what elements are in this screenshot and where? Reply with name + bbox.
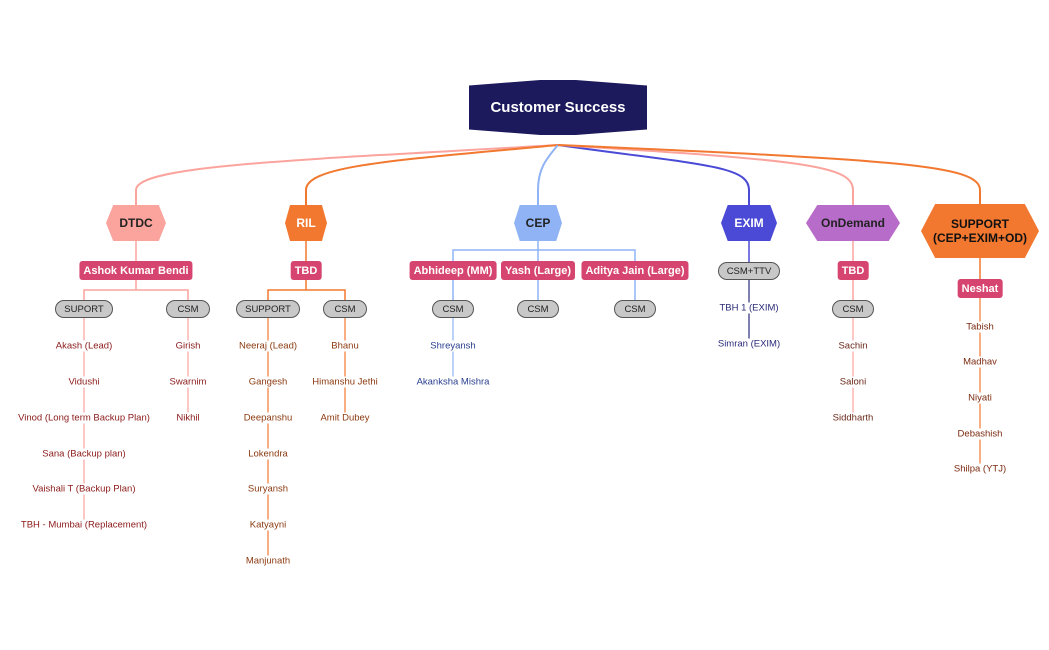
- member-ondemand[interactable]: Sachin: [836, 340, 870, 352]
- member-ril-support[interactable]: Gangesh: [246, 376, 290, 388]
- group-ondemand-csm[interactable]: CSM: [832, 300, 874, 318]
- group-dtdc-csm[interactable]: CSM: [166, 300, 210, 318]
- member-exim[interactable]: Simran (EXIM): [715, 338, 783, 350]
- branch-dtdc[interactable]: DTDC: [106, 205, 166, 241]
- lead-cep-yash[interactable]: Yash (Large): [500, 261, 576, 280]
- member-ril-support[interactable]: Katyayni: [247, 519, 289, 531]
- group-ril-support[interactable]: SUPPORT: [236, 300, 300, 318]
- member-dtdc-support[interactable]: Vinod (Long term Backup Plan): [16, 412, 152, 424]
- branch-support[interactable]: SUPPORT (CEP+EXIM+OD): [921, 204, 1039, 258]
- member-ril-support[interactable]: Lokendra: [246, 448, 290, 460]
- member-dtdc-support[interactable]: Sana (Backup plan): [40, 448, 128, 460]
- member-ril-csm[interactable]: Amit Dubey: [318, 412, 372, 424]
- member-ril-support[interactable]: Suryansh: [245, 483, 291, 495]
- member-ondemand[interactable]: Siddharth: [830, 412, 876, 424]
- group-cep-aditya-csm[interactable]: CSM: [614, 300, 656, 318]
- member-support[interactable]: Madhav: [961, 356, 999, 368]
- member-ondemand[interactable]: Saloni: [837, 376, 869, 388]
- branch-support-line2: (CEP+EXIM+OD): [932, 231, 1028, 245]
- member-support[interactable]: Shilpa (YTJ): [951, 463, 1009, 475]
- lead-cep-abhideep[interactable]: Abhideep (MM): [409, 261, 497, 280]
- lead-ril[interactable]: TBD: [290, 261, 322, 280]
- member-dtdc-support[interactable]: Vaishali T (Backup Plan): [30, 483, 138, 495]
- group-ril-csm[interactable]: CSM: [323, 300, 367, 318]
- member-dtdc-csm[interactable]: Girish: [173, 340, 203, 352]
- member-cep-csm[interactable]: Shreyansh: [428, 340, 478, 352]
- member-dtdc-support[interactable]: TBH - Mumbai (Replacement): [18, 519, 150, 531]
- lead-support[interactable]: Neshat: [957, 279, 1003, 298]
- lead-ondemand[interactable]: TBD: [837, 261, 869, 280]
- group-exim-csm-ttv[interactable]: CSM+TTV: [718, 262, 780, 280]
- group-dtdc-support[interactable]: SUPORT: [55, 300, 113, 318]
- member-dtdc-csm[interactable]: Nikhil: [174, 412, 202, 424]
- branch-support-line1: SUPPORT: [950, 217, 1009, 231]
- member-ril-support[interactable]: Neeraj (Lead): [236, 340, 300, 352]
- root-node-customer-success[interactable]: Customer Success: [469, 80, 647, 135]
- member-dtdc-support[interactable]: Vidushi: [66, 376, 102, 388]
- member-exim[interactable]: TBH 1 (EXIM): [717, 302, 781, 314]
- member-support[interactable]: Debashish: [955, 428, 1005, 440]
- branch-cep[interactable]: CEP: [514, 205, 562, 241]
- lead-dtdc[interactable]: Ashok Kumar Bendi: [79, 261, 193, 280]
- lead-cep-aditya[interactable]: Aditya Jain (Large): [581, 261, 689, 280]
- member-dtdc-support[interactable]: Akash (Lead): [53, 340, 115, 352]
- member-ril-support[interactable]: Deepanshu: [241, 412, 295, 424]
- branch-ril[interactable]: RIL: [285, 205, 327, 241]
- group-cep-yash-csm[interactable]: CSM: [517, 300, 559, 318]
- member-dtdc-csm[interactable]: Swarnim: [167, 376, 209, 388]
- group-cep-abhideep-csm[interactable]: CSM: [432, 300, 474, 318]
- member-cep-csm[interactable]: Akanksha Mishra: [414, 376, 492, 388]
- member-ril-csm[interactable]: Himanshu Jethi: [310, 376, 380, 388]
- branch-ondemand[interactable]: OnDemand: [806, 205, 900, 241]
- member-ril-csm[interactable]: Bhanu: [329, 340, 361, 352]
- member-ril-support[interactable]: Manjunath: [243, 555, 293, 567]
- member-support[interactable]: Tabish: [964, 321, 996, 333]
- member-support[interactable]: Niyati: [966, 392, 994, 404]
- branch-exim[interactable]: EXIM: [721, 205, 777, 241]
